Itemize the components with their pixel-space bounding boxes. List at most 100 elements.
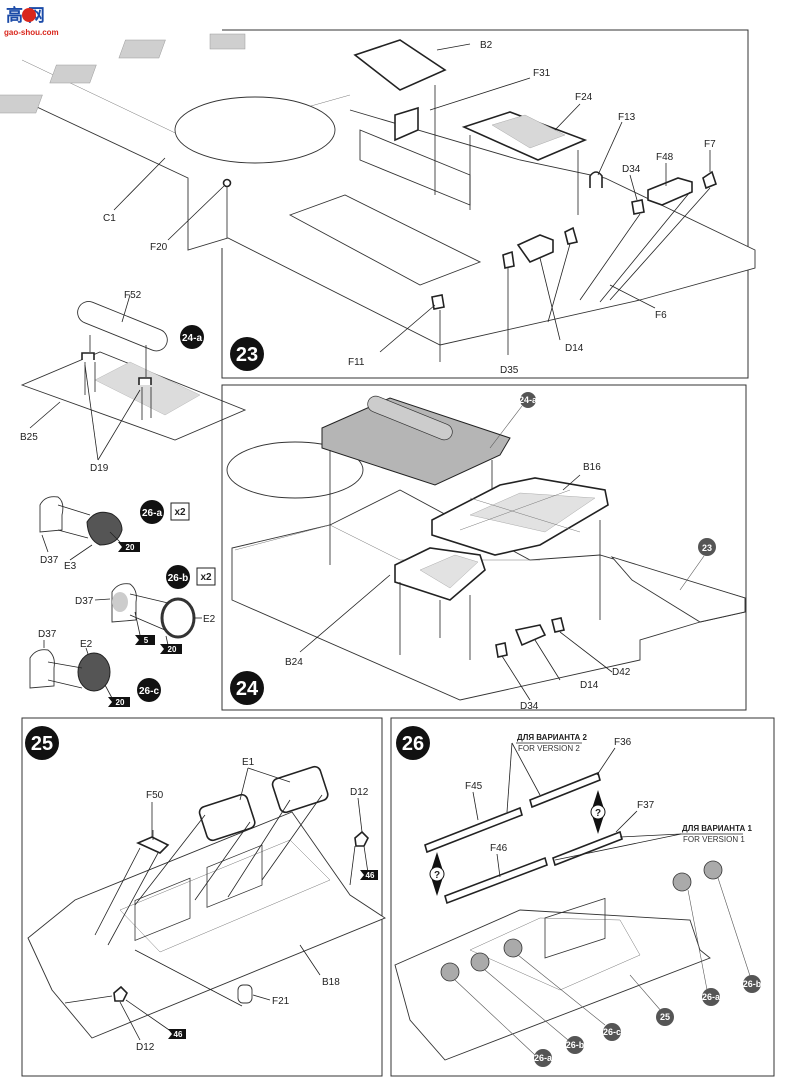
label-d37-c: D37 [38,629,57,640]
label-d14-24: D14 [580,680,599,691]
label-e1: E1 [242,757,255,768]
ref-24a-number: 24-a [519,395,538,405]
part-d12-bottom [113,985,128,1002]
part-f31 [394,106,419,142]
step-25-number: 25 [31,733,53,755]
label-b25: B25 [20,432,38,443]
label-d34: D34 [622,164,641,175]
part-d42 [551,617,565,633]
svg-text:46: 46 [366,871,375,880]
step-26-number: 26 [402,733,424,755]
svg-text:5: 5 [144,636,149,645]
label-b2: B2 [480,40,493,51]
paint-star-icon [108,697,130,707]
step-24-badge [230,671,264,705]
version1-label-ru: ДЛЯ ВАРИАНТА 1 [682,824,752,833]
part-d14 [514,624,547,647]
periscope-26c [503,938,523,958]
ref-26c: 26-c [603,1023,621,1041]
part-d34 [631,199,645,215]
periscope-26b-right [703,860,723,880]
svg-text:20: 20 [126,543,135,552]
part-e2-c [77,652,111,692]
step-24: 24-a B16 B24 D34 D14 D42 23 24 [221,384,747,712]
periscope-26a-right [672,872,692,892]
svg-text:46: 46 [174,1030,183,1039]
paint-code-46: 46 [360,870,378,880]
subassembly-24a [321,397,511,486]
ref-23-badge [698,538,716,556]
svg-text:25: 25 [660,1012,670,1022]
substep-26a: D37 E3 20 26-a x2 [39,496,190,572]
quantity-box [170,502,190,521]
paint-code-20: 20 [160,644,182,654]
part-b18 [27,811,386,1039]
option-toggle-left: ? [429,852,445,896]
version2-label-en: FOR VERSION 2 [518,744,580,753]
thumbs-up-icon [22,8,36,22]
substep-26c-badge [137,678,161,702]
label-e3: E3 [64,561,77,572]
step-23-frame [221,29,749,379]
ref-26b-right: 26-b [743,975,762,993]
part-d35 [502,250,515,269]
part-e1-left [198,793,256,842]
label-f13: F13 [618,112,636,123]
label-c1: C1 [103,213,116,224]
substep-24a-number: 24-a [182,333,202,344]
step-26-frame [390,717,775,1077]
label-d14: D14 [565,343,584,354]
label-f24: F24 [575,92,593,103]
svg-text:20: 20 [168,645,177,654]
part-e2-ring [160,597,196,639]
label-f7: F7 [704,139,716,150]
substep-26b-number: 26-b [168,573,189,584]
label-f36: F36 [614,737,632,748]
watermark-site: gao-shou.com [4,28,59,37]
label-f45: F45 [465,781,483,792]
version2-label-ru: ДЛЯ ВАРИАНТА 2 [517,733,587,742]
step-24-number: 24 [236,678,259,700]
ref-23-number: 23 [702,543,712,553]
part-f20 [222,178,232,188]
substep-26a-badge [140,500,164,524]
label-b18: B18 [322,977,340,988]
paint-star-icon [118,542,140,552]
part-f45 [424,806,523,854]
part-f48 [647,177,693,206]
turret-ring [174,96,336,164]
svg-text:20: 20 [116,698,125,707]
label-f21: F21 [272,996,290,1007]
svg-text:26-a: 26-a [534,1053,553,1063]
part-f50 [136,836,170,854]
option-mark: ? [434,870,440,881]
label-b24: B24 [285,657,303,668]
label-f48: F48 [656,152,674,163]
part-f13 [589,171,603,188]
part-d34 [495,642,508,658]
step-25-frame [21,717,383,1077]
label-d12-top: D12 [350,787,369,798]
part-f52 [77,301,168,352]
label-f50: F50 [146,790,164,801]
substep-26b-badge [166,565,190,589]
part-f11 [431,294,445,310]
step-23: B2 F31 F24 F13 F48 D34 F7 F6 [0,29,756,379]
rear-plate [610,556,746,623]
label-f46: F46 [490,843,508,854]
step-23-badge [230,337,264,371]
substep-26c: D37 E2 20 26-c [29,629,161,707]
svg-text:26-c: 26-c [603,1027,621,1037]
label-f31: F31 [533,68,551,79]
step-25-badge [25,726,59,760]
label-e2-b: E2 [203,614,216,625]
label-f37: F37 [637,800,655,811]
label-d19: D19 [90,463,109,474]
part-f7 [702,170,717,190]
substep-24a: F52 B25 D19 24-a [20,290,247,474]
label-d34-24: D34 [520,701,539,712]
part-e3 [86,511,123,546]
watermark-logo: 高 网 gao-shou.com [4,5,59,37]
ref-26a-right: 26-a [702,988,721,1006]
step-25: E1 F50 D12 46 D12 46 F2 [21,717,386,1077]
